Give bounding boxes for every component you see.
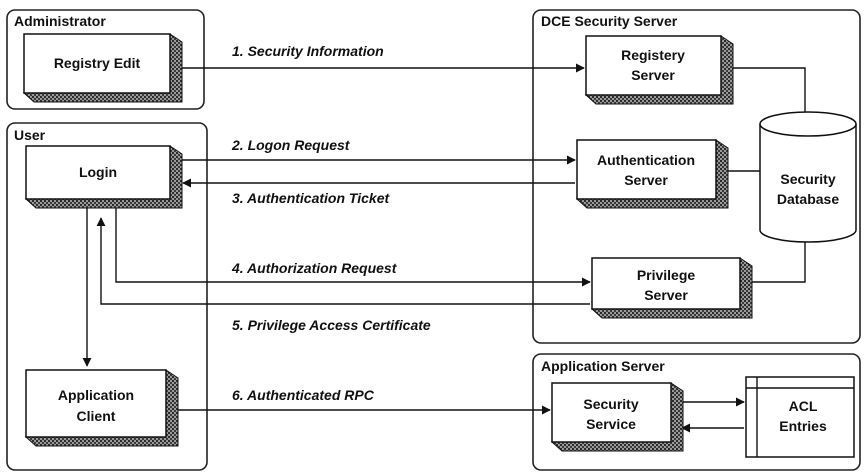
security-database-cylinder: Security Database xyxy=(759,111,857,243)
message-2-label: 2. Logon Request xyxy=(231,137,351,153)
registery-server-label-line1: Registery xyxy=(621,47,685,63)
login-box: Login xyxy=(24,145,183,209)
user-group-title: User xyxy=(14,127,46,143)
message-5-label: 5. Privilege Access Certificate xyxy=(232,317,431,333)
authentication-server-label-line1: Authentication xyxy=(597,152,695,168)
acl-entries-label-line2: Entries xyxy=(779,418,827,434)
message-4-label: 4. Authorization Request xyxy=(231,260,398,276)
security-service-label-line2: Service xyxy=(586,416,636,432)
message-3-label: 3. Authentication Ticket xyxy=(232,190,390,206)
authentication-server-label-line2: Server xyxy=(624,172,668,188)
message-6-label: 6. Authenticated RPC xyxy=(232,387,375,403)
privilege-server-box: Privilege Server xyxy=(590,257,753,319)
privilege-server-label-line1: Privilege xyxy=(637,267,696,283)
administrator-group-title: Administrator xyxy=(14,13,106,29)
registry-edit-box: Registry Edit xyxy=(22,33,183,103)
application-server-group-title: Application Server xyxy=(541,358,665,374)
security-service-label-line1: Security xyxy=(583,396,638,412)
security-database-label-line2: Database xyxy=(777,191,839,207)
registery-server-box: Registery Server xyxy=(584,35,734,105)
privilege-access-certificate-arrow xyxy=(96,217,590,305)
message-1-label: 1. Security Information xyxy=(232,43,384,59)
privilege-server-label-line2: Server xyxy=(644,287,688,303)
privilege-db-connector xyxy=(752,238,806,283)
application-client-label-line2: Client xyxy=(77,408,116,424)
login-label: Login xyxy=(79,164,117,180)
registery-db-connector xyxy=(733,67,806,118)
application-client-box: Application Client xyxy=(24,369,179,447)
acl-entries-label-line1: ACL xyxy=(789,398,818,414)
registry-edit-label: Registry Edit xyxy=(54,55,141,71)
security-service-box: Security Service xyxy=(550,382,684,452)
dce-security-server-group-title: DCE Security Server xyxy=(541,13,678,29)
registery-server-label-line2: Server xyxy=(631,67,675,83)
application-client-label-line1: Application xyxy=(58,387,134,403)
authentication-server-box: Authentication Server xyxy=(575,139,729,209)
authorization-request-arrow xyxy=(115,208,591,287)
security-database-label-line1: Security xyxy=(780,171,835,187)
acl-entries-box: ACL Entries xyxy=(745,376,855,458)
